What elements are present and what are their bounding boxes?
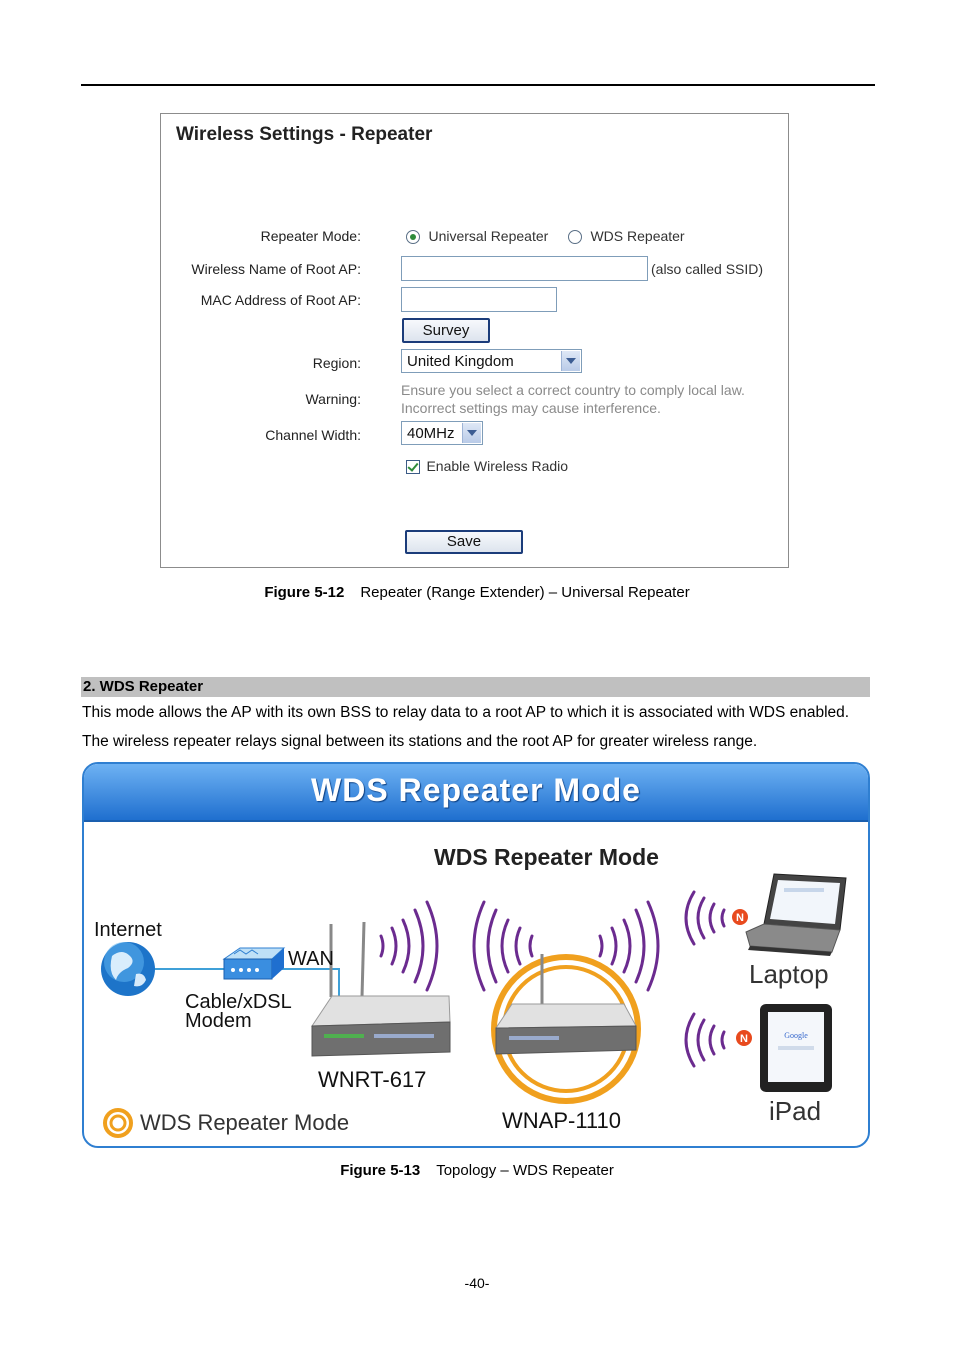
enable-wireless-radio-label: Enable Wireless Radio <box>426 458 569 474</box>
root-ap-name-input[interactable] <box>401 256 648 281</box>
region-value: United Kingdom <box>407 353 514 370</box>
universal-repeater-option[interactable]: Universal Repeater <box>406 228 548 246</box>
repeater-label: WNAP-1110 <box>502 1108 622 1133</box>
region-label: Region: <box>312 355 361 371</box>
tablet-brand-text: Google <box>784 1031 808 1040</box>
region-select[interactable]: United Kingdom <box>401 349 582 373</box>
modem-label-line-1: Cable/xDSL <box>185 991 292 1013</box>
chevron-down-icon[interactable] <box>462 423 481 443</box>
modem-label: Cable/xDSL Modem <box>185 991 292 1032</box>
access-point-icon <box>495 954 637 1055</box>
legend-ring-icon <box>103 1108 133 1138</box>
globe-icon <box>101 942 155 996</box>
diagram-graphics: N N Google <box>101 873 847 1138</box>
modem-label-line-2: Modem <box>185 1010 252 1032</box>
channel-width-select[interactable]: 40MHz <box>401 421 483 445</box>
router-signal-waves <box>379 900 439 992</box>
warning-line-1: Ensure you select a correct country to c… <box>401 382 745 398</box>
channel-width-label: Channel Width: <box>265 427 361 443</box>
svg-text:N: N <box>736 912 744 924</box>
wds-ring <box>491 954 641 1104</box>
legend-label: WDS Repeater Mode <box>140 1110 350 1135</box>
warning-label: Warning: <box>305 391 361 407</box>
figure-number: Figure 5-12 <box>264 584 345 601</box>
ipad-wireless-n-badge: N <box>736 1030 752 1046</box>
save-button[interactable]: Save <box>405 530 523 554</box>
chevron-down-icon[interactable] <box>561 351 580 371</box>
repeater-right-waves <box>598 900 660 992</box>
figure-text: Topology – WDS Repeater <box>436 1162 614 1179</box>
universal-repeater-radio[interactable] <box>406 229 420 244</box>
svg-text:N: N <box>740 1033 748 1045</box>
universal-repeater-label: Universal Repeater <box>428 228 549 244</box>
figure-number: Figure 5-13 <box>340 1162 421 1179</box>
diagram-inner-title: WDS Repeater Mode <box>434 844 659 870</box>
section-heading: 2. WDS Repeater <box>83 678 204 695</box>
figure-text: Repeater (Range Extender) – Universal Re… <box>360 584 690 601</box>
mac-address-input[interactable] <box>401 287 557 312</box>
root-ap-name-label: Wireless Name of Root AP: <box>191 261 361 277</box>
figure-5-13-caption: Figure 5-13 Topology – WDS Repeater <box>0 1162 954 1179</box>
mac-address-label: MAC Address of Root AP: <box>200 292 361 308</box>
wds-repeater-label: WDS Repeater <box>590 228 685 244</box>
panel-title: Wireless Settings - Repeater <box>176 124 433 145</box>
wan-label: WAN <box>288 948 334 970</box>
internet-label: Internet <box>94 919 162 941</box>
header-rule <box>81 84 875 86</box>
ipad-signal-waves <box>684 1012 726 1068</box>
survey-button[interactable]: Survey <box>402 318 490 343</box>
wds-repeater-radio[interactable] <box>568 229 582 244</box>
ssid-hint: (also called SSID) <box>651 261 764 277</box>
paragraph-1: This mode allows the AP with its own BSS… <box>82 704 850 721</box>
banner-title: WDS Repeater Mode <box>311 772 641 808</box>
warning-line-2: Incorrect settings may cause interferenc… <box>401 400 661 416</box>
wireless-settings-panel: Wireless Settings - Repeater Repeater Mo… <box>160 113 789 568</box>
wds-repeater-option[interactable]: WDS Repeater <box>568 228 685 246</box>
paragraph-2: The wireless repeater relays signal betw… <box>82 733 758 750</box>
enable-wireless-radio[interactable]: Enable Wireless Radio <box>406 458 568 476</box>
router-icon <box>311 921 451 1057</box>
channel-width-value: 40MHz <box>407 425 455 442</box>
laptop-label: Laptop <box>749 959 829 989</box>
tablet-icon: Google <box>760 1004 832 1092</box>
figure-5-12-caption: Figure 5-12 Repeater (Range Extender) – U… <box>0 584 954 601</box>
router-label: WNRT-617 <box>318 1067 427 1092</box>
diagram-banner: WDS Repeater Mode <box>84 764 868 822</box>
ipad-label: iPad <box>769 1096 822 1126</box>
repeater-mode-label: Repeater Mode: <box>260 228 361 244</box>
page-number: -40- <box>464 1275 490 1291</box>
repeater-left-waves <box>472 900 534 992</box>
laptop-signal-waves <box>684 890 726 946</box>
laptop-wireless-n-badge: N <box>732 909 748 925</box>
laptop-icon <box>745 873 847 956</box>
warning-text: Ensure you select a correct country to c… <box>401 381 745 417</box>
enable-wireless-radio-checkbox[interactable] <box>406 459 420 474</box>
section-heading-bar: 2. WDS Repeater <box>81 677 870 697</box>
modem-icon <box>222 947 286 980</box>
wds-topology-diagram: WDS Repeater Mode <box>82 762 870 1148</box>
